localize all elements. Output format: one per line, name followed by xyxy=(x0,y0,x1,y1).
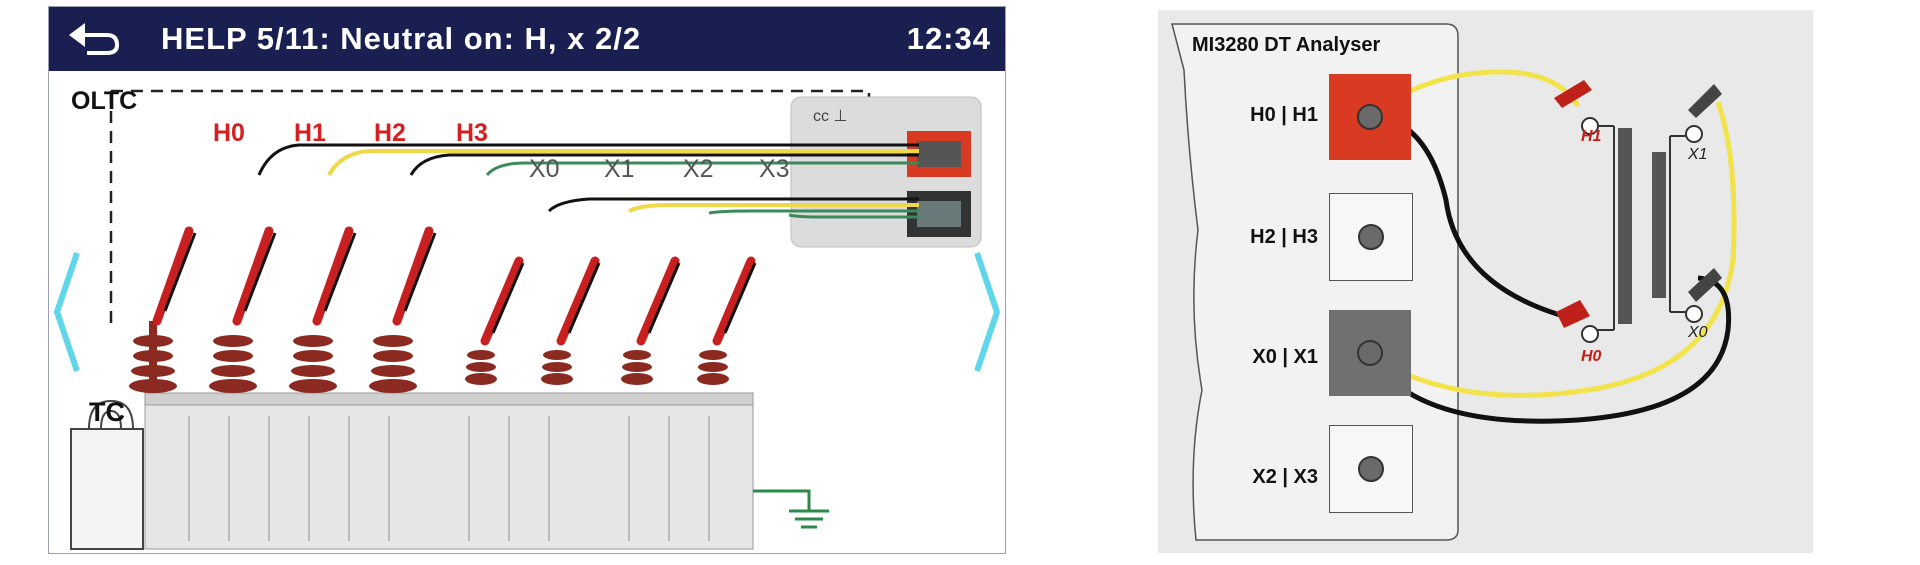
terminal-label-h3: H3 xyxy=(456,119,488,147)
winding-label-x1: X1 xyxy=(1688,146,1708,163)
title-bar: HELP 5/11: Neutral on: H, x 2/2 12:34 xyxy=(49,7,1005,71)
next-page-arrow-icon[interactable] xyxy=(971,247,1005,377)
terminal-label-h0: H0 xyxy=(213,119,245,147)
port-h0-h1 xyxy=(1329,74,1411,160)
x-connector-socket xyxy=(917,201,961,227)
socket-icon xyxy=(1357,104,1383,130)
terminal-label-x2: X2 xyxy=(683,155,714,183)
socket-icon xyxy=(1358,456,1384,482)
port-x2-x3 xyxy=(1329,425,1413,513)
ground-wire xyxy=(753,489,811,511)
test-clamps xyxy=(152,226,756,346)
terminal-label-h2: H2 xyxy=(374,119,406,147)
instrument-outline xyxy=(1171,23,1459,541)
previous-page-arrow-icon[interactable] xyxy=(49,247,83,377)
lv-bushings xyxy=(465,350,729,385)
analyser-wiring-panel: MI3280 DT Analyser H0 | H1 H2 | H3 X0 | … xyxy=(1158,10,1813,553)
port-h2-h3 xyxy=(1329,193,1413,281)
socket-icon xyxy=(1357,340,1383,366)
tc-box xyxy=(70,428,144,550)
winding-label-h0: H0 xyxy=(1581,348,1602,365)
socket-icon xyxy=(1358,224,1384,250)
back-arrow-icon xyxy=(69,23,120,55)
wiring-diagram: cc ⊥ xyxy=(70,89,982,550)
back-button[interactable] xyxy=(67,15,123,59)
terminal-label-x1: X1 xyxy=(604,155,635,183)
h-connector-socket xyxy=(917,141,961,167)
svg-text:cc ⊥: cc ⊥ xyxy=(813,108,847,125)
help-screen: HELP 5/11: Neutral on: H, x 2/2 12:34 cc… xyxy=(48,6,1006,554)
instrument-title: MI3280 DT Analyser xyxy=(1192,34,1381,56)
port-x0-x1 xyxy=(1329,310,1411,396)
terminal-label-h1: H1 xyxy=(294,119,326,147)
terminal-label-x0: X0 xyxy=(529,155,560,183)
terminal-label-x3: X3 xyxy=(759,155,790,183)
transformer-tank xyxy=(144,400,754,550)
port-label-h0-h1: H0 | H1 xyxy=(1250,104,1318,126)
clock: 12:34 xyxy=(906,21,991,56)
winding-label-x0: X0 xyxy=(1688,324,1708,341)
port-label-h2-h3: H2 | H3 xyxy=(1250,226,1318,248)
oltc-label: OLTC xyxy=(71,87,138,115)
winding-label-h1: H1 xyxy=(1581,128,1602,145)
port-label-x2-x3: X2 | X3 xyxy=(1252,466,1318,488)
tc-label: TC xyxy=(89,397,125,427)
page-title: HELP 5/11: Neutral on: H, x 2/2 xyxy=(161,21,642,56)
port-label-x0-x1: X0 | X1 xyxy=(1252,346,1318,368)
hv-bushings xyxy=(129,321,417,393)
oltc-dashed-line xyxy=(111,89,871,107)
